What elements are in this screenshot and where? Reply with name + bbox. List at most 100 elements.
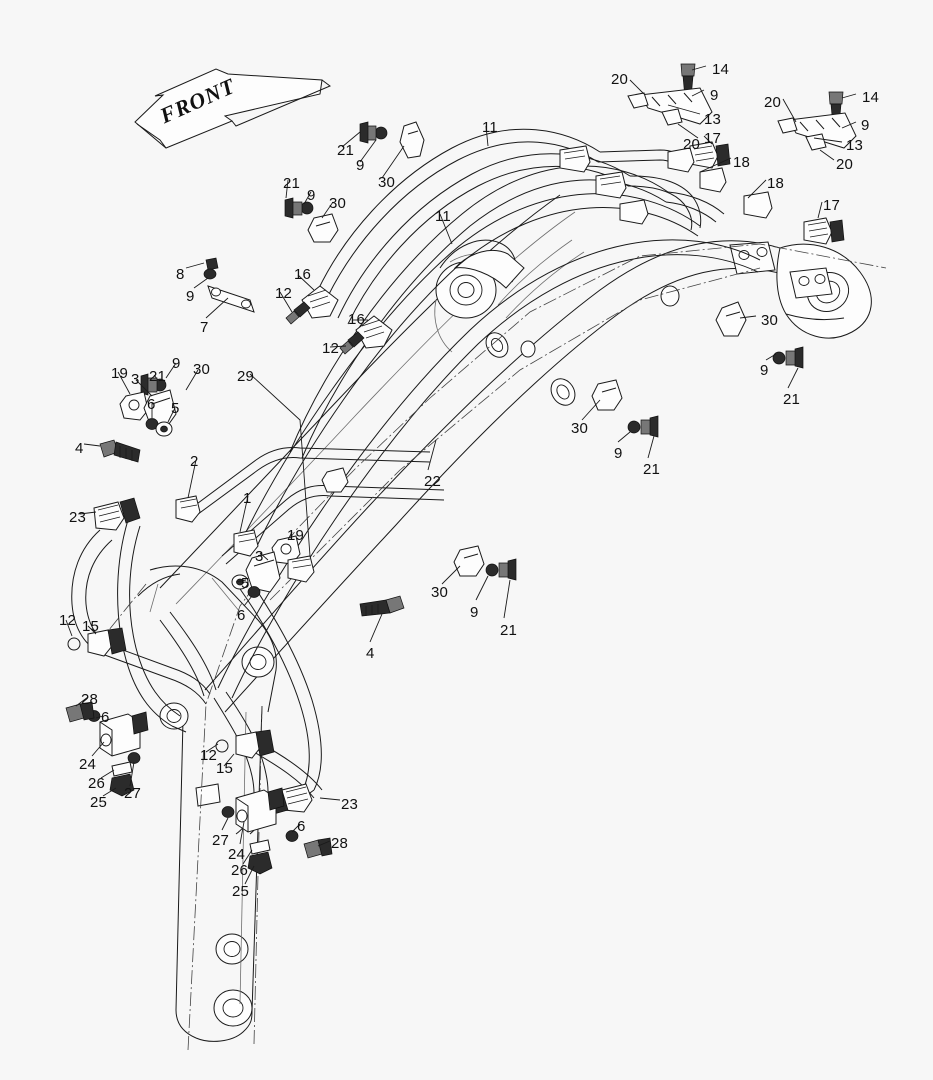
washer-bolt-21-d xyxy=(627,415,659,438)
coupling-23-left xyxy=(93,497,141,531)
ring-5-left xyxy=(155,421,173,437)
bolt-28-right xyxy=(303,837,333,859)
callout-26: 26 xyxy=(231,862,249,879)
callout-6: 6 xyxy=(147,396,156,413)
front-arrow-icon xyxy=(134,68,331,149)
fittings-group xyxy=(65,63,857,875)
callout-30: 30 xyxy=(761,312,779,329)
callout-13: 13 xyxy=(846,137,864,154)
callout-20: 20 xyxy=(683,136,701,153)
ring-5-center xyxy=(231,574,249,590)
callout-27: 27 xyxy=(124,785,142,802)
callout-20: 20 xyxy=(611,71,629,88)
nut-8 xyxy=(205,257,219,271)
callout-21: 21 xyxy=(643,461,661,478)
callout-12: 12 xyxy=(275,285,293,302)
tube-end-29 xyxy=(287,555,315,583)
callout-30: 30 xyxy=(431,584,449,601)
plug-25-right xyxy=(247,851,273,875)
washer-bolt-21-f xyxy=(772,346,804,369)
washer-bolt-21-e xyxy=(485,558,517,581)
coupling-15-right xyxy=(215,729,275,759)
callout-16: 16 xyxy=(294,266,312,283)
bolt-4-center xyxy=(359,595,405,617)
callout-18: 18 xyxy=(767,175,785,192)
callout-6: 6 xyxy=(237,607,246,624)
callout-11: 11 xyxy=(435,208,451,225)
tube-end-1 xyxy=(233,529,259,557)
callout-7: 7 xyxy=(200,319,209,336)
callout-23: 23 xyxy=(341,796,359,813)
fitting-16-b xyxy=(339,315,393,355)
callout-17: 17 xyxy=(704,130,722,147)
callout-9: 9 xyxy=(356,157,365,174)
callout-21: 21 xyxy=(500,622,518,639)
callout-21: 21 xyxy=(783,391,801,408)
bracket-13-b xyxy=(777,112,857,151)
callout-9: 9 xyxy=(710,87,719,104)
washer-bolt-21-b xyxy=(284,197,314,219)
clamp-30-a xyxy=(399,121,425,159)
washer-27-right xyxy=(221,806,235,818)
callout-9: 9 xyxy=(861,117,870,134)
callout-17: 17 xyxy=(823,197,841,214)
callout-8: 8 xyxy=(176,266,185,283)
callout-14: 14 xyxy=(712,61,730,78)
callout-21: 21 xyxy=(149,368,167,385)
callout-30: 30 xyxy=(378,174,396,191)
tube-end-2 xyxy=(175,495,201,523)
connector-17-a xyxy=(689,141,731,169)
callout-6: 6 xyxy=(297,818,306,835)
callout-12: 12 xyxy=(322,340,340,357)
clamp-30-f xyxy=(321,467,349,493)
connector-18-a xyxy=(667,147,695,173)
coupling-15-left xyxy=(67,627,127,657)
nut-6-right xyxy=(285,830,299,842)
callout-9: 9 xyxy=(470,604,479,621)
plug-25-left xyxy=(109,773,135,797)
callout-12: 12 xyxy=(59,612,77,629)
callout-4: 4 xyxy=(366,645,375,662)
callout-9: 9 xyxy=(307,187,316,204)
connector-17-b xyxy=(803,217,845,245)
connector-center-b xyxy=(595,171,627,199)
callout-16: 16 xyxy=(348,311,366,328)
fitting-19-left xyxy=(119,391,149,421)
washer-bolt-21-a xyxy=(359,121,388,144)
callout-24: 24 xyxy=(79,756,97,773)
fitting-16-a xyxy=(285,285,339,325)
clamp-30-d xyxy=(453,545,485,577)
fitting-19-center xyxy=(271,535,301,565)
callout-21: 21 xyxy=(283,175,301,192)
callout-6: 6 xyxy=(101,709,110,726)
bolt-4-left xyxy=(99,439,141,463)
callout-25: 25 xyxy=(232,883,250,900)
callout-3: 3 xyxy=(131,371,140,388)
callout-15: 15 xyxy=(216,760,234,777)
callout-2: 2 xyxy=(190,453,199,470)
connector-center-a xyxy=(559,145,591,173)
callout-15: 15 xyxy=(82,618,100,635)
bracket-7 xyxy=(207,285,255,313)
callout-18: 18 xyxy=(733,154,751,171)
bolt-28-left xyxy=(65,701,95,723)
arm-structure xyxy=(137,565,277,1042)
callout-29: 29 xyxy=(237,368,255,385)
callout-22: 22 xyxy=(424,473,442,490)
callout-20: 20 xyxy=(836,156,854,173)
callout-25: 25 xyxy=(90,794,108,811)
nut-6-center xyxy=(247,586,261,598)
connector-center-c xyxy=(619,199,649,225)
tube-lines-lower-left xyxy=(185,447,445,565)
callout-14: 14 xyxy=(862,89,880,106)
valve-block-24-left xyxy=(99,711,149,757)
fitting-3-center xyxy=(245,551,281,593)
callout-1: 1 xyxy=(243,490,252,507)
connector-18-c xyxy=(743,191,773,219)
callout-9: 9 xyxy=(614,445,623,462)
callout-30: 30 xyxy=(193,361,211,378)
callout-9: 9 xyxy=(760,362,769,379)
clamp-30-b xyxy=(307,213,339,243)
